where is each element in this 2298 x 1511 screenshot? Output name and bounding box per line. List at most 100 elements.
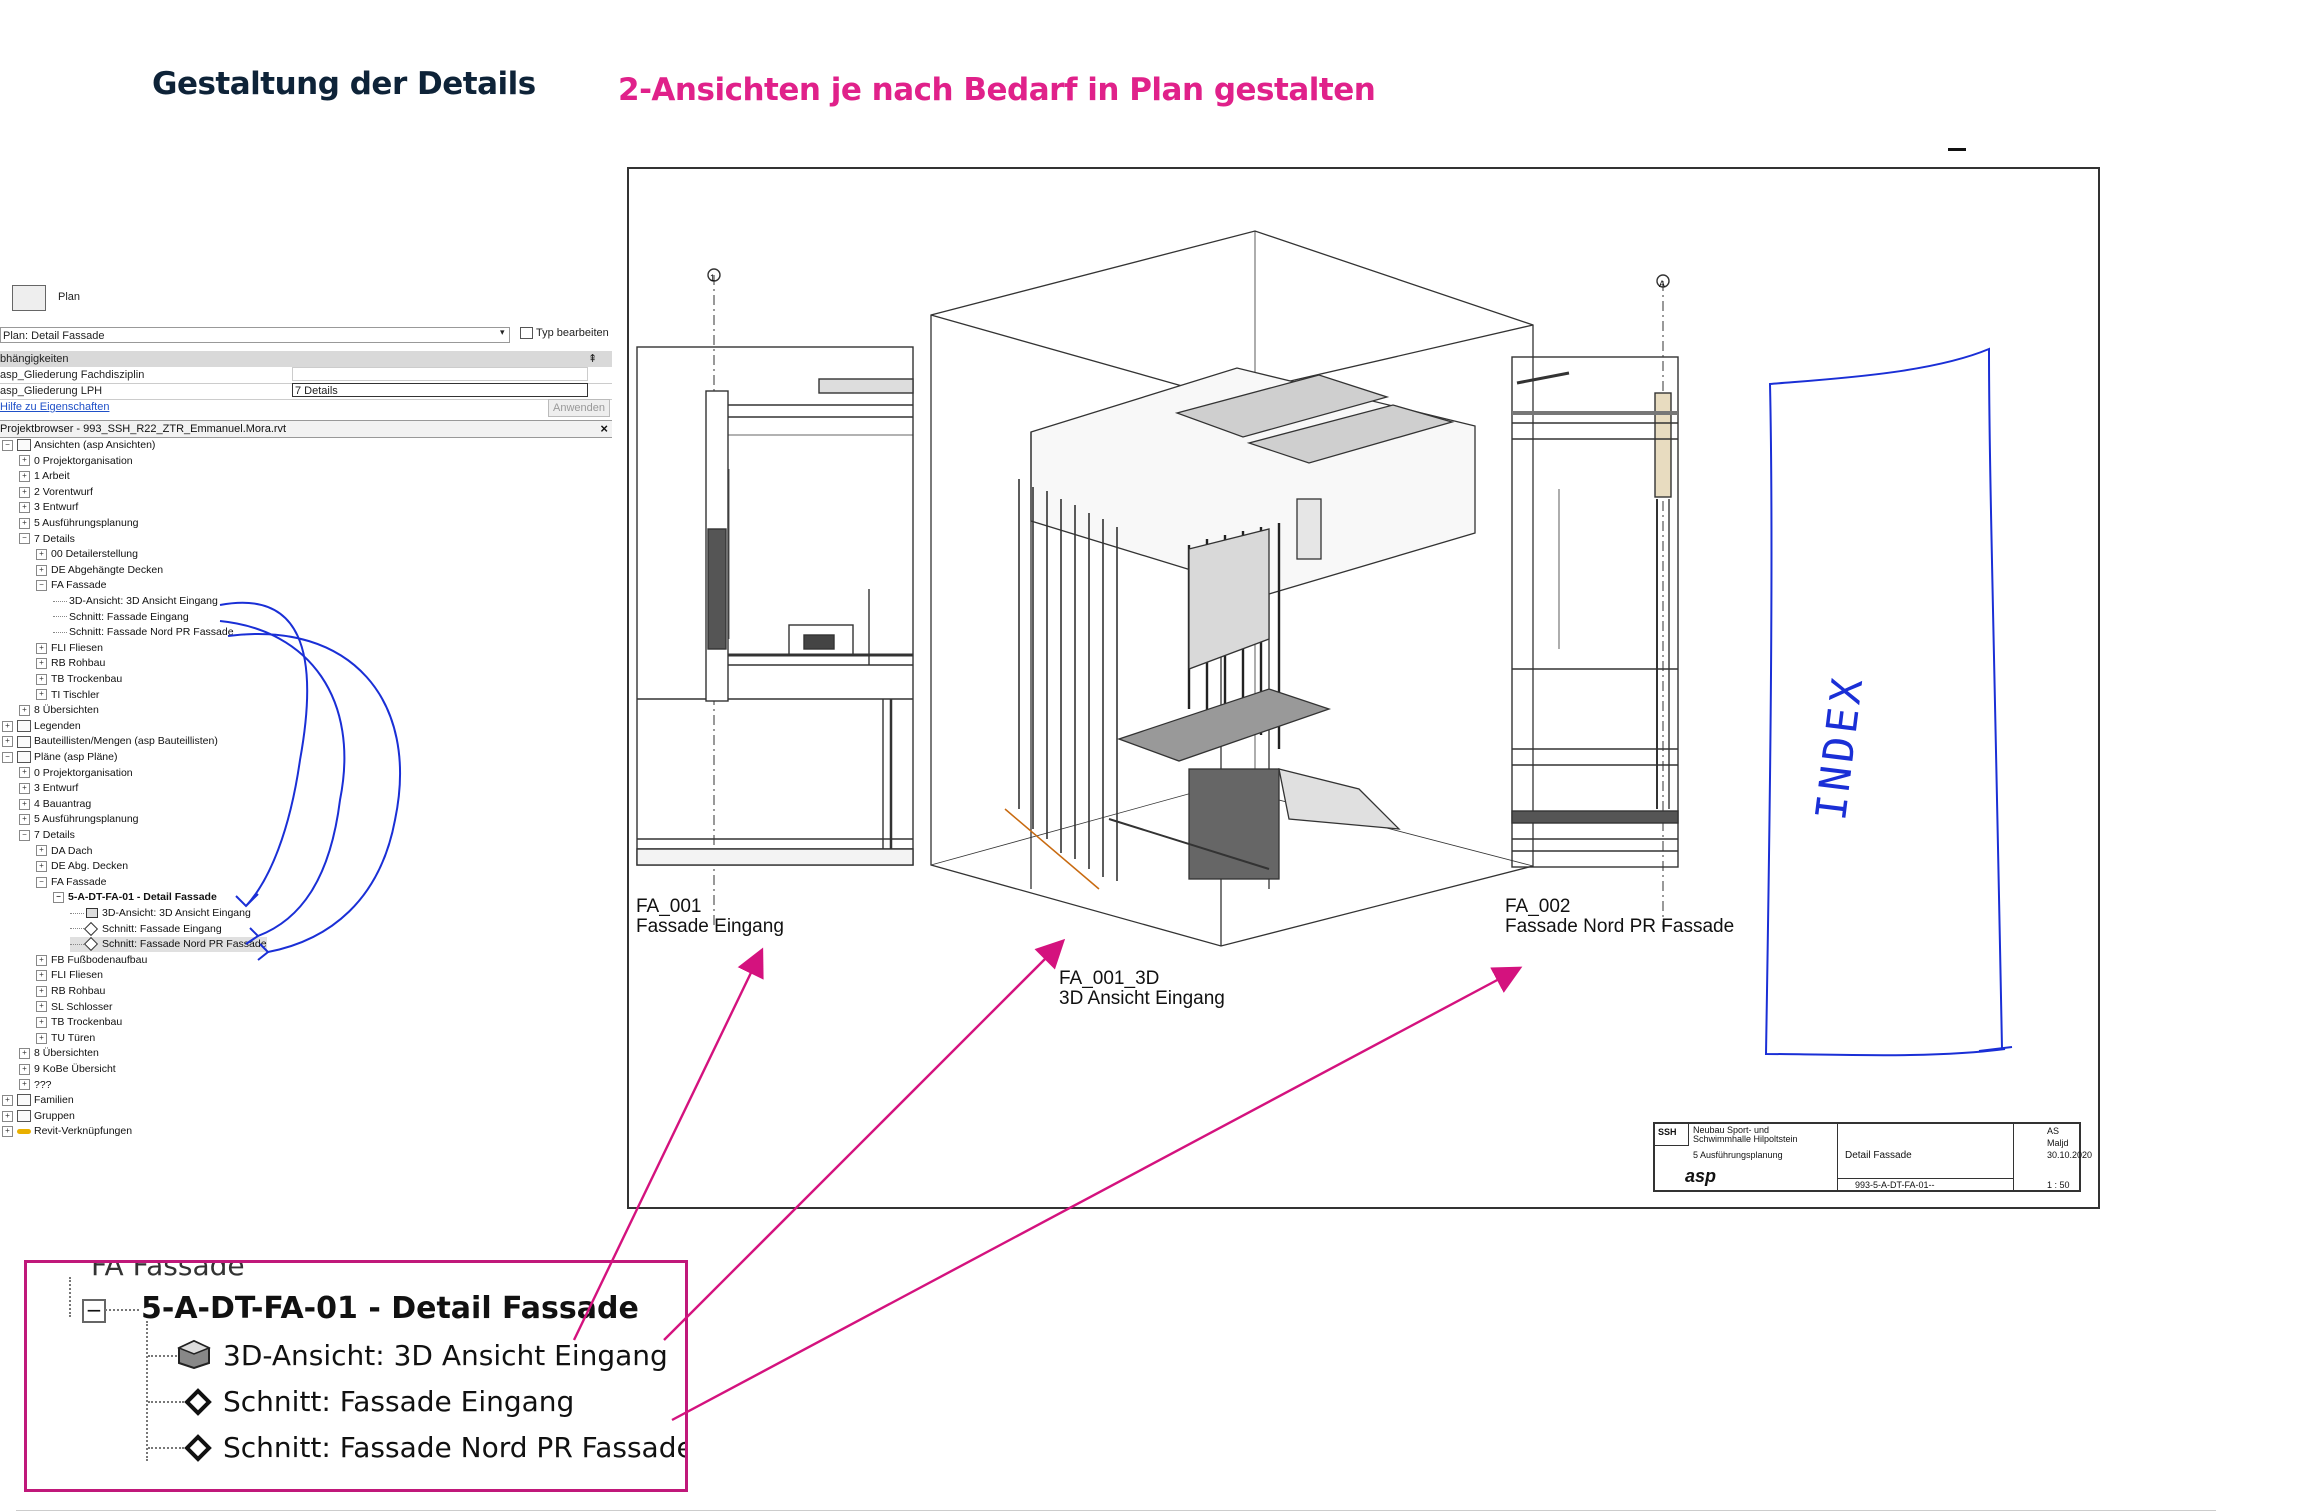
expand-icon[interactable]: + — [36, 689, 47, 701]
expand-icon[interactable]: + — [19, 486, 30, 498]
tree-item[interactable]: +Revit-Verknüpfungen — [2, 1124, 132, 1139]
expand-icon[interactable]: + — [36, 1016, 47, 1028]
tree-item[interactable]: +Familien — [2, 1093, 74, 1108]
tree-item[interactable]: +RB Rohbau — [36, 656, 105, 671]
expand-icon[interactable]: + — [19, 1079, 30, 1091]
tree-item[interactable]: −7 Details — [19, 532, 75, 547]
tree-item[interactable]: −7 Details — [19, 828, 75, 843]
expand-icon[interactable]: + — [19, 502, 30, 514]
close-icon[interactable]: × — [600, 421, 608, 436]
expand-icon[interactable]: + — [36, 1032, 47, 1044]
chevron-down-icon[interactable]: ▾ — [500, 327, 505, 337]
tree-item[interactable]: −FA Fassade — [36, 875, 106, 890]
tree-item[interactable]: +TB Trockenbau — [36, 672, 122, 687]
expand-icon[interactable]: + — [19, 470, 30, 482]
help-link[interactable]: Hilfe zu Eigenschaften — [0, 401, 110, 413]
collapse-icon[interactable]: − — [2, 439, 13, 451]
tree-item[interactable]: +8 Übersichten — [19, 703, 99, 718]
expand-icon[interactable]: + — [36, 985, 47, 997]
tree-item[interactable]: Schnitt: Fassade Nord PR Fassade — [53, 625, 234, 640]
edit-type-button[interactable]: Typ bearbeiten — [520, 327, 609, 340]
collapse-icon[interactable]: − — [36, 876, 47, 888]
tree-item[interactable]: +DE Abgehängte Decken — [36, 563, 163, 578]
tree-item[interactable]: Schnitt: Fassade Eingang — [70, 921, 222, 937]
expand-icon[interactable]: + — [36, 548, 47, 560]
instance-selector[interactable]: Plan: Detail Fassade — [0, 327, 510, 343]
collapse-icon[interactable]: − — [19, 533, 30, 545]
expand-icon[interactable]: + — [2, 736, 13, 748]
tree-item[interactable]: +Legenden — [2, 719, 81, 734]
tree-item[interactable]: +00 Detailerstellung — [36, 547, 138, 562]
tree-item[interactable]: −5-A-DT-FA-01 - Detail Fassade — [53, 890, 217, 905]
expand-icon[interactable]: + — [19, 798, 30, 810]
expand-icon[interactable]: + — [19, 1048, 30, 1060]
expand-icon[interactable]: + — [36, 642, 47, 654]
tree-item[interactable]: +5 Ausführungsplanung — [19, 516, 139, 531]
expand-icon[interactable]: + — [19, 782, 30, 794]
expand-icon[interactable]: + — [36, 954, 47, 966]
expand-icon[interactable]: + — [19, 517, 30, 529]
expand-icon[interactable]: + — [2, 1094, 13, 1106]
tree-item[interactable]: +9 KoBe Übersicht — [19, 1062, 116, 1077]
collapse-icon[interactable]: ⇞ — [588, 353, 598, 365]
expand-icon[interactable]: + — [36, 860, 47, 872]
tree-item[interactable]: +DA Dach — [36, 844, 92, 859]
expand-icon[interactable]: + — [19, 1063, 30, 1075]
zoom-child-item[interactable]: Schnitt: Fassade Nord PR Fassade — [223, 1431, 688, 1464]
expand-icon[interactable]: + — [2, 1110, 13, 1122]
expand-icon[interactable]: + — [36, 564, 47, 576]
tree-item[interactable]: +5 Ausführungsplanung — [19, 812, 139, 827]
tree-item[interactable]: +2 Vorentwurf — [19, 485, 93, 500]
expand-icon[interactable]: + — [19, 767, 30, 779]
apply-button[interactable]: Anwenden — [548, 399, 610, 417]
collapse-icon[interactable]: − — [19, 829, 30, 841]
zoom-sheet-item[interactable]: 5-A-DT-FA-01 - Detail Fassade — [141, 1291, 639, 1326]
tree-item[interactable]: +RB Rohbau — [36, 984, 105, 999]
zoom-child-item[interactable]: Schnitt: Fassade Eingang — [223, 1385, 575, 1418]
tree-item[interactable]: +TU Türen — [36, 1031, 95, 1046]
expand-icon[interactable]: + — [2, 720, 13, 732]
tree-item[interactable]: +FLI Fliesen — [36, 968, 103, 983]
tree-item[interactable]: +TB Trockenbau — [36, 1015, 122, 1030]
tree-item[interactable]: +TI Tischler — [36, 688, 99, 703]
tree-item[interactable]: +SL Schlosser — [36, 1000, 112, 1015]
section-header-constraints[interactable]: bhängigkeiten⇞ — [0, 351, 612, 367]
tree-item[interactable]: +0 Projektorganisation — [19, 454, 133, 469]
expand-icon[interactable]: + — [19, 814, 30, 826]
collapse-icon[interactable]: − — [36, 580, 47, 592]
tree-item[interactable]: +1 Arbeit — [19, 469, 70, 484]
collapse-icon[interactable]: − — [82, 1299, 106, 1323]
tree-item[interactable]: +4 Bauantrag — [19, 797, 91, 812]
expand-icon[interactable]: + — [36, 658, 47, 670]
expand-icon[interactable]: + — [36, 970, 47, 982]
property-value[interactable]: 7 Details — [292, 383, 588, 397]
tree-item[interactable]: Schnitt: Fassade Eingang — [53, 610, 189, 625]
expand-icon[interactable]: + — [36, 1001, 47, 1013]
expand-icon[interactable]: + — [19, 455, 30, 467]
tree-item[interactable]: +FLI Fliesen — [36, 641, 103, 656]
zoom-child-item[interactable]: 3D-Ansicht: 3D Ansicht Eingang — [223, 1339, 668, 1372]
expand-icon[interactable]: + — [19, 704, 30, 716]
tree-item[interactable]: +DE Abg. Decken — [36, 859, 128, 874]
property-value[interactable] — [292, 367, 588, 381]
expand-icon[interactable]: + — [36, 845, 47, 857]
expand-icon[interactable]: + — [36, 673, 47, 685]
tree-item[interactable]: −FA Fassade — [36, 578, 106, 593]
tree-item[interactable]: +FB Fußbodenaufbau — [36, 953, 147, 968]
tree-item[interactable]: +??? — [19, 1078, 52, 1093]
tree-item[interactable]: +Gruppen — [2, 1109, 75, 1124]
tree-item[interactable]: 3D-Ansicht: 3D Ansicht Eingang — [70, 906, 251, 921]
collapse-icon[interactable]: − — [53, 892, 64, 904]
collapse-icon[interactable]: − — [2, 751, 13, 763]
tree-item[interactable]: 3D-Ansicht: 3D Ansicht Eingang — [53, 594, 218, 609]
tree-item[interactable]: +Bauteillisten/Mengen (asp Bauteillisten… — [2, 734, 218, 749]
expand-icon[interactable]: + — [2, 1126, 13, 1138]
tree-item[interactable]: +0 Projektorganisation — [19, 766, 133, 781]
tree-item[interactable]: +8 Übersichten — [19, 1046, 99, 1061]
tree-item[interactable]: +3 Entwurf — [19, 781, 78, 796]
tree-item[interactable]: −Ansichten (asp Ansichten) — [2, 438, 155, 453]
tree-item[interactable]: −Pläne (asp Pläne) — [2, 750, 117, 765]
tree-item[interactable]: Schnitt: Fassade Nord PR Fassade — [70, 937, 267, 953]
tree-item[interactable]: +3 Entwurf — [19, 500, 78, 515]
